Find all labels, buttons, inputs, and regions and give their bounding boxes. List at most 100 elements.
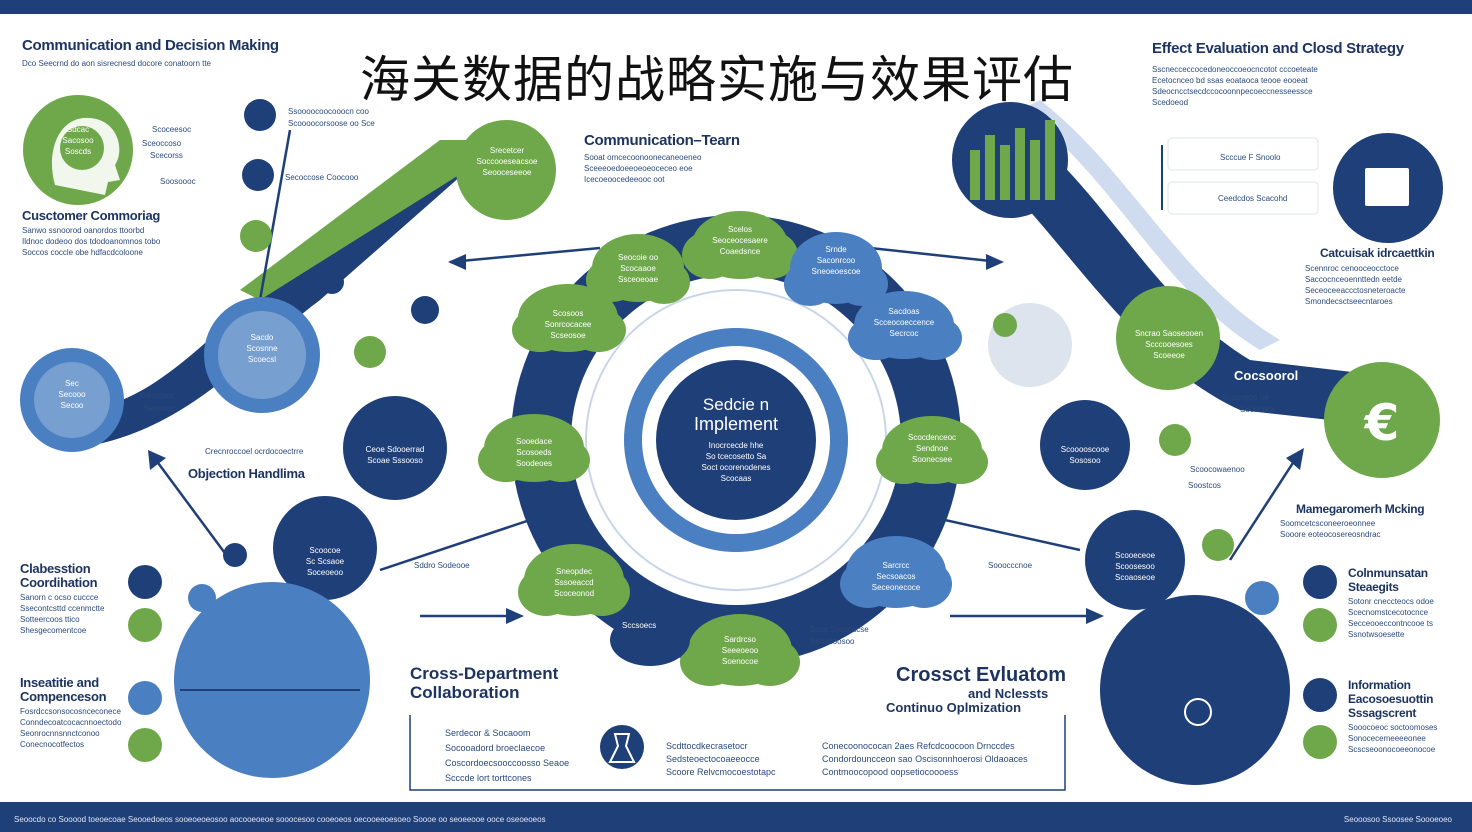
- dot-r8: [1303, 725, 1337, 759]
- right-arc-band: [980, 120, 1420, 430]
- left-low-circle: [20, 348, 124, 452]
- dot-9: [128, 681, 162, 715]
- cross-eval-heading-3: Continuo Oplmization: [886, 700, 1022, 715]
- dot-5: [411, 296, 439, 324]
- dot-4: [354, 336, 386, 368]
- label-s3: Sceoccoso: [142, 139, 182, 148]
- dot-r3: [1202, 529, 1234, 561]
- box-right-lines: Conecoonococan 2aes Refcdcoocoon Drnccde…: [822, 741, 1028, 777]
- core-circle: [656, 360, 816, 520]
- dot-r7: [1303, 678, 1337, 712]
- label-s5: Soosoooc: [160, 177, 196, 186]
- dot-r5: [1303, 565, 1337, 599]
- label-s12: Seocdoosoo: [810, 637, 855, 646]
- big-right-circle: [1100, 595, 1290, 785]
- cross-eval-heading-2: and Nclessts: [968, 686, 1049, 701]
- right-green-circle: [1116, 286, 1220, 390]
- cloud-3: [848, 291, 962, 360]
- pill-box-1: [1167, 137, 1319, 171]
- dot-1: [244, 99, 276, 131]
- pill-box-2: [1167, 181, 1319, 215]
- arrow-heads: [148, 254, 1304, 624]
- left-arc-green: [240, 140, 470, 300]
- flask-icon: [608, 733, 636, 763]
- cloud-10: [610, 614, 690, 666]
- bar-icon: [970, 120, 1055, 200]
- label-s7: Sdoccsoc: [140, 391, 175, 400]
- dot-2: [242, 159, 274, 191]
- label-s11: Scos Sosscacse: [810, 625, 869, 634]
- label-s17: Sooocccnoe: [988, 561, 1033, 570]
- right-node: [1040, 400, 1130, 490]
- bottom-box-outline: [409, 715, 1066, 791]
- label-s8: Secosoc: [144, 404, 175, 413]
- dot-3: [240, 220, 272, 252]
- incentive-heading: Inseatitie and Compenceson: [20, 675, 107, 704]
- label-s14: Sooncoce: [1240, 405, 1276, 414]
- dot-r6: [1303, 608, 1337, 642]
- band-label: Cocsoorol: [1234, 368, 1299, 383]
- cloud-4: [512, 284, 626, 352]
- dot-r1: [993, 313, 1017, 337]
- head-inner: [60, 126, 104, 170]
- label-s10: Sccsoecs: [622, 621, 657, 630]
- info-heading: Information Eacosoesuottin Sssagscrent: [1348, 678, 1434, 720]
- cross-eval-heading-1: Crossct Evluatom: [896, 664, 1067, 686]
- dot-11: [188, 584, 216, 612]
- comm-team-heading: Communication–Tearn: [584, 132, 740, 149]
- doc-icon: [1365, 168, 1409, 206]
- green-top-circle: [456, 120, 556, 220]
- dot-7: [128, 565, 162, 599]
- footer-text: Seoocdo co Sooood toeoecoae Seooedoeos s…: [14, 815, 546, 824]
- comm-decision-sub: Dco Seecrnd do aon sisrecnesd docore con…: [22, 59, 212, 68]
- globe-icon: [1184, 698, 1212, 726]
- label-s6: Secoccose Coocooo: [285, 173, 359, 182]
- pill-1-label: Scccue F Snoolo: [1220, 153, 1281, 162]
- cross-dept-heading: Cross-Department Collaboration: [410, 664, 559, 702]
- objection-heading: Objection Handlima: [188, 466, 305, 481]
- label-s4: Scecorss: [150, 151, 183, 160]
- cloud-6: [876, 416, 988, 484]
- objection-sub: Crecnroccoel ocrdocoectrre: [205, 447, 304, 456]
- label-s16: Soostcos: [1188, 481, 1221, 490]
- left-mid-inner: [218, 311, 306, 399]
- big-left-circle: [174, 582, 370, 778]
- cloud-0: [682, 211, 798, 279]
- label-s15: Scoocowaenoo: [1190, 465, 1245, 474]
- dot-6: [223, 543, 247, 567]
- cloud-1: [586, 234, 690, 304]
- stakeholder-heading: Clabesstion Coordihation: [20, 561, 98, 590]
- mgmt-heading: Mamegaromerh Mcking: [1296, 502, 1425, 516]
- dot-8: [128, 608, 162, 642]
- euro-icon: €: [1364, 394, 1400, 452]
- cloud-9: [680, 614, 800, 686]
- label-s13: Scooceoo oe: [1222, 393, 1269, 402]
- cloud-5: [478, 414, 590, 482]
- connector-lines: [148, 129, 1302, 618]
- dot-10: [128, 728, 162, 762]
- dot-12: [320, 270, 344, 294]
